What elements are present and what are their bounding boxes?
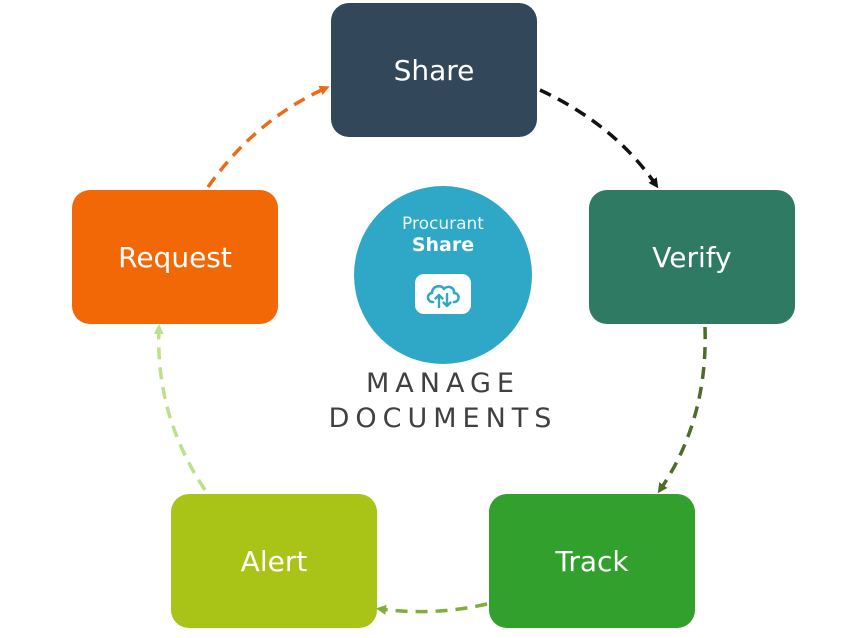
node-share: Share	[331, 3, 537, 137]
arrow-track-to-alert	[376, 602, 488, 615]
caption-line-1: MANAGE	[366, 368, 520, 399]
arrow-verify-to-track	[657, 326, 707, 494]
logo-badge	[415, 274, 471, 314]
diagram-caption: MANAGE DOCUMENTS	[290, 366, 596, 436]
node-alert: Alert	[171, 494, 377, 628]
arrow-request-to-share	[206, 85, 330, 189]
node-track: Track	[489, 494, 695, 628]
arrow-alert-to-request	[153, 324, 207, 491]
caption-line-2: DOCUMENTS	[328, 403, 558, 434]
procurant-share-logo: Procurant Share	[354, 186, 532, 364]
node-request: Request	[72, 190, 278, 324]
node-verify: Verify	[589, 190, 795, 324]
cloud-sync-icon	[426, 284, 460, 309]
logo-product-text: Share	[411, 234, 475, 256]
logo-brand-text: Procurant	[402, 214, 484, 234]
arrow-share-to-verify	[539, 88, 659, 189]
